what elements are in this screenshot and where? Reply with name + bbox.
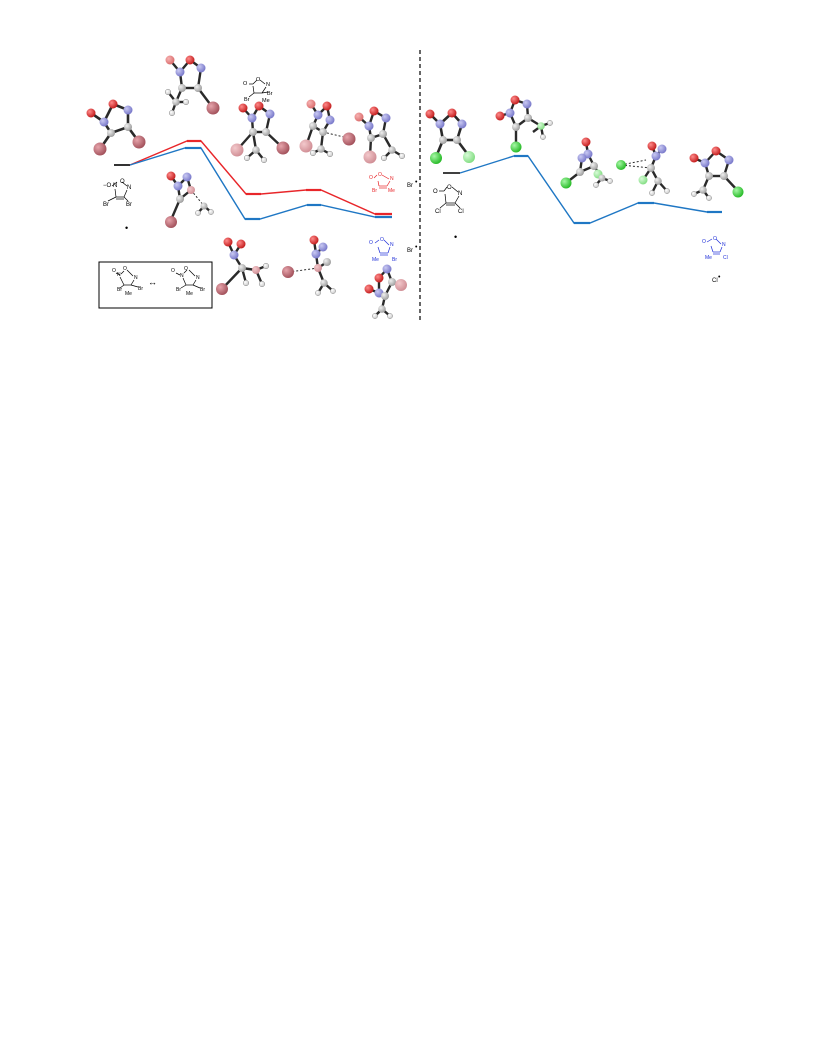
- molecule-model-cl-start: [425, 108, 475, 164]
- label-red-ring-n: N: [390, 176, 394, 182]
- label-red-charge-o: O: [369, 175, 373, 181]
- label-blue-ring-o: O: [380, 237, 384, 243]
- res-left-o: O: [112, 268, 116, 274]
- label-sub-2: Br: [126, 202, 132, 208]
- dot-br-radical: •: [415, 179, 418, 186]
- res-right-n: N: [180, 273, 184, 279]
- res-left-n2: N: [134, 275, 138, 281]
- label-cl-blue-ring-n: N: [722, 242, 726, 248]
- label-cl-blue-charge-o: O: [702, 239, 706, 245]
- structure-cl-blue-product: O O N Me Cl: [702, 236, 728, 261]
- label-blue-charge-o: O: [369, 240, 373, 246]
- label-cl-ring-n: N: [458, 191, 462, 197]
- res-right-br2: Br: [200, 287, 205, 293]
- label-blue-me: Me: [372, 257, 379, 263]
- label-cl-blue-me: Me: [705, 255, 712, 261]
- label-cl-ring-o: O: [447, 185, 452, 191]
- label-cl-blue-cl: Cl: [723, 255, 728, 261]
- label-cl-sub-2: Cl: [458, 209, 464, 215]
- res-left-ring-o: O: [123, 266, 127, 272]
- label-ts-ring-n: N: [266, 82, 270, 88]
- label-ts-charge-o: O: [243, 81, 248, 87]
- label-cl-sub-1: Cl: [435, 209, 441, 215]
- right-energy-profile: [443, 154, 722, 225]
- label-br-radical-2: Br: [407, 248, 413, 254]
- label-charge-o: −O: [103, 183, 112, 189]
- res-right-o: O: [171, 268, 175, 274]
- molecule-model-br-start: [86, 99, 146, 156]
- label-ring-n: N: [127, 185, 131, 191]
- left-energy-profile: [114, 139, 392, 221]
- res-left-br1: Br: [117, 287, 122, 293]
- label-dot: •: [125, 223, 128, 233]
- molecule-model-br-ts1: [164, 55, 220, 117]
- molecule-model-br-int2: [165, 171, 214, 228]
- reaction-energy-figure: −O O N N Br Br • O O N Br Br Me O O N Br: [86, 50, 744, 322]
- label-cl-blue-ring-o: O: [713, 236, 717, 242]
- res-right-n2: N: [196, 275, 200, 281]
- res-right-me: Me: [186, 291, 193, 297]
- label-blue-ring-n: N: [390, 242, 394, 248]
- label-cl-dot: •: [454, 232, 457, 242]
- label-ts-me: Me: [262, 98, 270, 104]
- label-ts-ring-o: O: [256, 77, 261, 83]
- res-left-n: N: [117, 272, 121, 278]
- label-red-ring-o: O: [378, 172, 382, 178]
- molecule-model-br-ts3: [282, 235, 336, 296]
- resonance-box: O O N N Br Br Me ↔ O O N N Br Br Me: [98, 261, 213, 309]
- label-sub-1: Br: [103, 202, 109, 208]
- molecule-model-br-ts2: [299, 99, 356, 158]
- label-red-me: Me: [388, 188, 395, 194]
- molecule-model-cl-ts2: [616, 141, 670, 196]
- left-blue-path: [129, 147, 392, 220]
- molecule-model-br-blue-product: [364, 264, 407, 319]
- molecule-model-br-int1: [230, 101, 290, 164]
- res-right-br1: Br: [176, 287, 181, 293]
- label-br-radical: Br: [407, 183, 413, 189]
- label-cl-charge-o: O: [433, 189, 438, 195]
- label-ring-n-plus: N: [113, 183, 117, 189]
- dot-br-radical-2: •: [415, 244, 418, 251]
- structure-br-blue-product: O O N Me Br: [369, 237, 397, 263]
- res-right-ring-o: O: [184, 266, 188, 272]
- structure-br-start: −O O N N Br Br •: [103, 179, 132, 233]
- label-ts-br2: Br: [267, 91, 273, 97]
- molecule-model-cl-product: [689, 146, 744, 201]
- label-red-br: Br: [372, 188, 377, 194]
- structure-cl-start: O O N Cl Cl •: [433, 185, 464, 242]
- structure-br-red-product: O O N Br Me: [369, 172, 395, 194]
- molecule-model-cl-int1: [560, 137, 613, 189]
- label-blue-br: Br: [392, 257, 397, 263]
- dot-cl-radical: •: [718, 274, 721, 281]
- molecule-model-cl-ts1: [495, 95, 553, 153]
- molecule-model-br-int3: [216, 237, 270, 295]
- label-ts-br1: Br: [244, 97, 250, 103]
- structure-br-ts: O O N Br Br Me: [243, 77, 273, 104]
- label-cl-radical: Cl: [712, 278, 718, 284]
- res-left-br2: Br: [138, 286, 143, 292]
- res-arrow: ↔: [148, 277, 157, 287]
- molecule-model-br-red-product: [354, 106, 406, 164]
- res-left-me: Me: [125, 291, 132, 297]
